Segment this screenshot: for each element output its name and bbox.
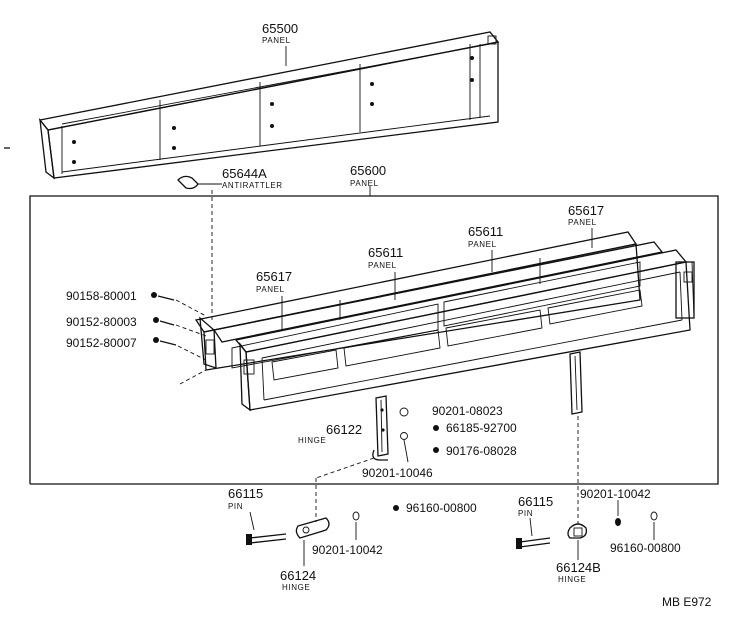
name-65617-right: PANEL [568, 218, 597, 227]
hinge-66122-drawing [372, 395, 389, 461]
part-65600: 65600 [350, 163, 386, 178]
hinge-66124b-upper-drawing [569, 351, 583, 415]
panel-65500-drawing [4, 31, 500, 180]
name-65617-left: PANEL [256, 285, 285, 294]
code-90201-10042-left: 90201-10042 [312, 543, 383, 557]
code-96160-00800-left: 96160-00800 [406, 501, 477, 515]
code-90152-80003: 90152-80003 [66, 315, 137, 329]
code-66185-92700: 66185-92700 [446, 421, 517, 435]
leader-66115a [249, 511, 255, 531]
part-65611-left: 65611 [368, 245, 403, 260]
part-65611-right: 65611 [468, 224, 503, 239]
name-66122: HINGE [298, 436, 326, 445]
name-66124: HINGE [282, 583, 310, 592]
dash-bolt-2 [175, 324, 207, 337]
bolt-90152-80003-drawing [153, 317, 175, 326]
name-66115-right: PIN [518, 509, 533, 518]
name-65644a: ANTIRATTLER [222, 181, 283, 190]
hinge-66124-drawing [295, 517, 330, 539]
washer-90201-10046 [400, 432, 408, 440]
antirattler-65644a-drawing [177, 175, 222, 190]
part-66115-left: 66115 [228, 486, 263, 501]
nut-90176-08028 [433, 447, 439, 453]
code-90201-08023: 90201-08023 [432, 404, 503, 418]
nut-90201-10042-left [352, 511, 360, 521]
tailgate-panels-drawing [194, 231, 695, 412]
part-66124b: 66124B [556, 560, 601, 575]
nut-66185-92700 [433, 425, 439, 431]
bolt-90152-80007-drawing [153, 337, 177, 346]
nut-96160-00800-left [393, 505, 399, 511]
washer-90201-08023 [399, 407, 409, 417]
part-66115-right: 66115 [518, 494, 553, 509]
bolt-90158-80001-drawing [151, 292, 175, 301]
part-66124: 66124 [280, 568, 316, 583]
leader-66115b [529, 517, 533, 537]
part-65500: 65500 [262, 21, 298, 36]
part-66122: 66122 [326, 422, 362, 437]
nut-96160-00800-right [650, 511, 658, 521]
name-65600: PANEL [350, 179, 379, 188]
name-65611-left: PANEL [368, 261, 397, 270]
dash-bolt-1 [175, 299, 207, 317]
part-65617-right: 65617 [568, 203, 604, 218]
code-90201-10046: 90201-10046 [362, 466, 433, 480]
frame-65600-left [29, 195, 370, 484]
leader-90201-10046 [403, 439, 409, 463]
part-65644a: 65644A [222, 166, 267, 181]
dash-hinge-66122 [315, 457, 375, 479]
name-66115-left: PIN [228, 502, 243, 511]
code-90201-10042-right: 90201-10042 [580, 487, 651, 501]
name-66124b: HINGE [558, 575, 586, 584]
frame-65600-right [30, 195, 719, 485]
figure-reference: MB E972 [662, 595, 712, 609]
name-65500: PANEL [262, 36, 291, 45]
code-96160-00800-right: 96160-00800 [610, 541, 681, 555]
name-65611-right: PANEL [468, 240, 497, 249]
dash-bolt-3 [177, 345, 207, 361]
nut-90201-10042-right [615, 518, 621, 526]
hinge-66124b-lower-drawing [567, 523, 588, 539]
pin-66115-right-drawing [516, 537, 551, 549]
code-90158-80001: 90158-80001 [66, 289, 137, 303]
dash-bolt-4 [179, 369, 207, 385]
code-90176-08028: 90176-08028 [446, 444, 517, 458]
pin-66115-left-drawing [246, 533, 287, 545]
code-90152-80007: 90152-80007 [66, 336, 137, 350]
part-65617-left: 65617 [256, 269, 292, 284]
